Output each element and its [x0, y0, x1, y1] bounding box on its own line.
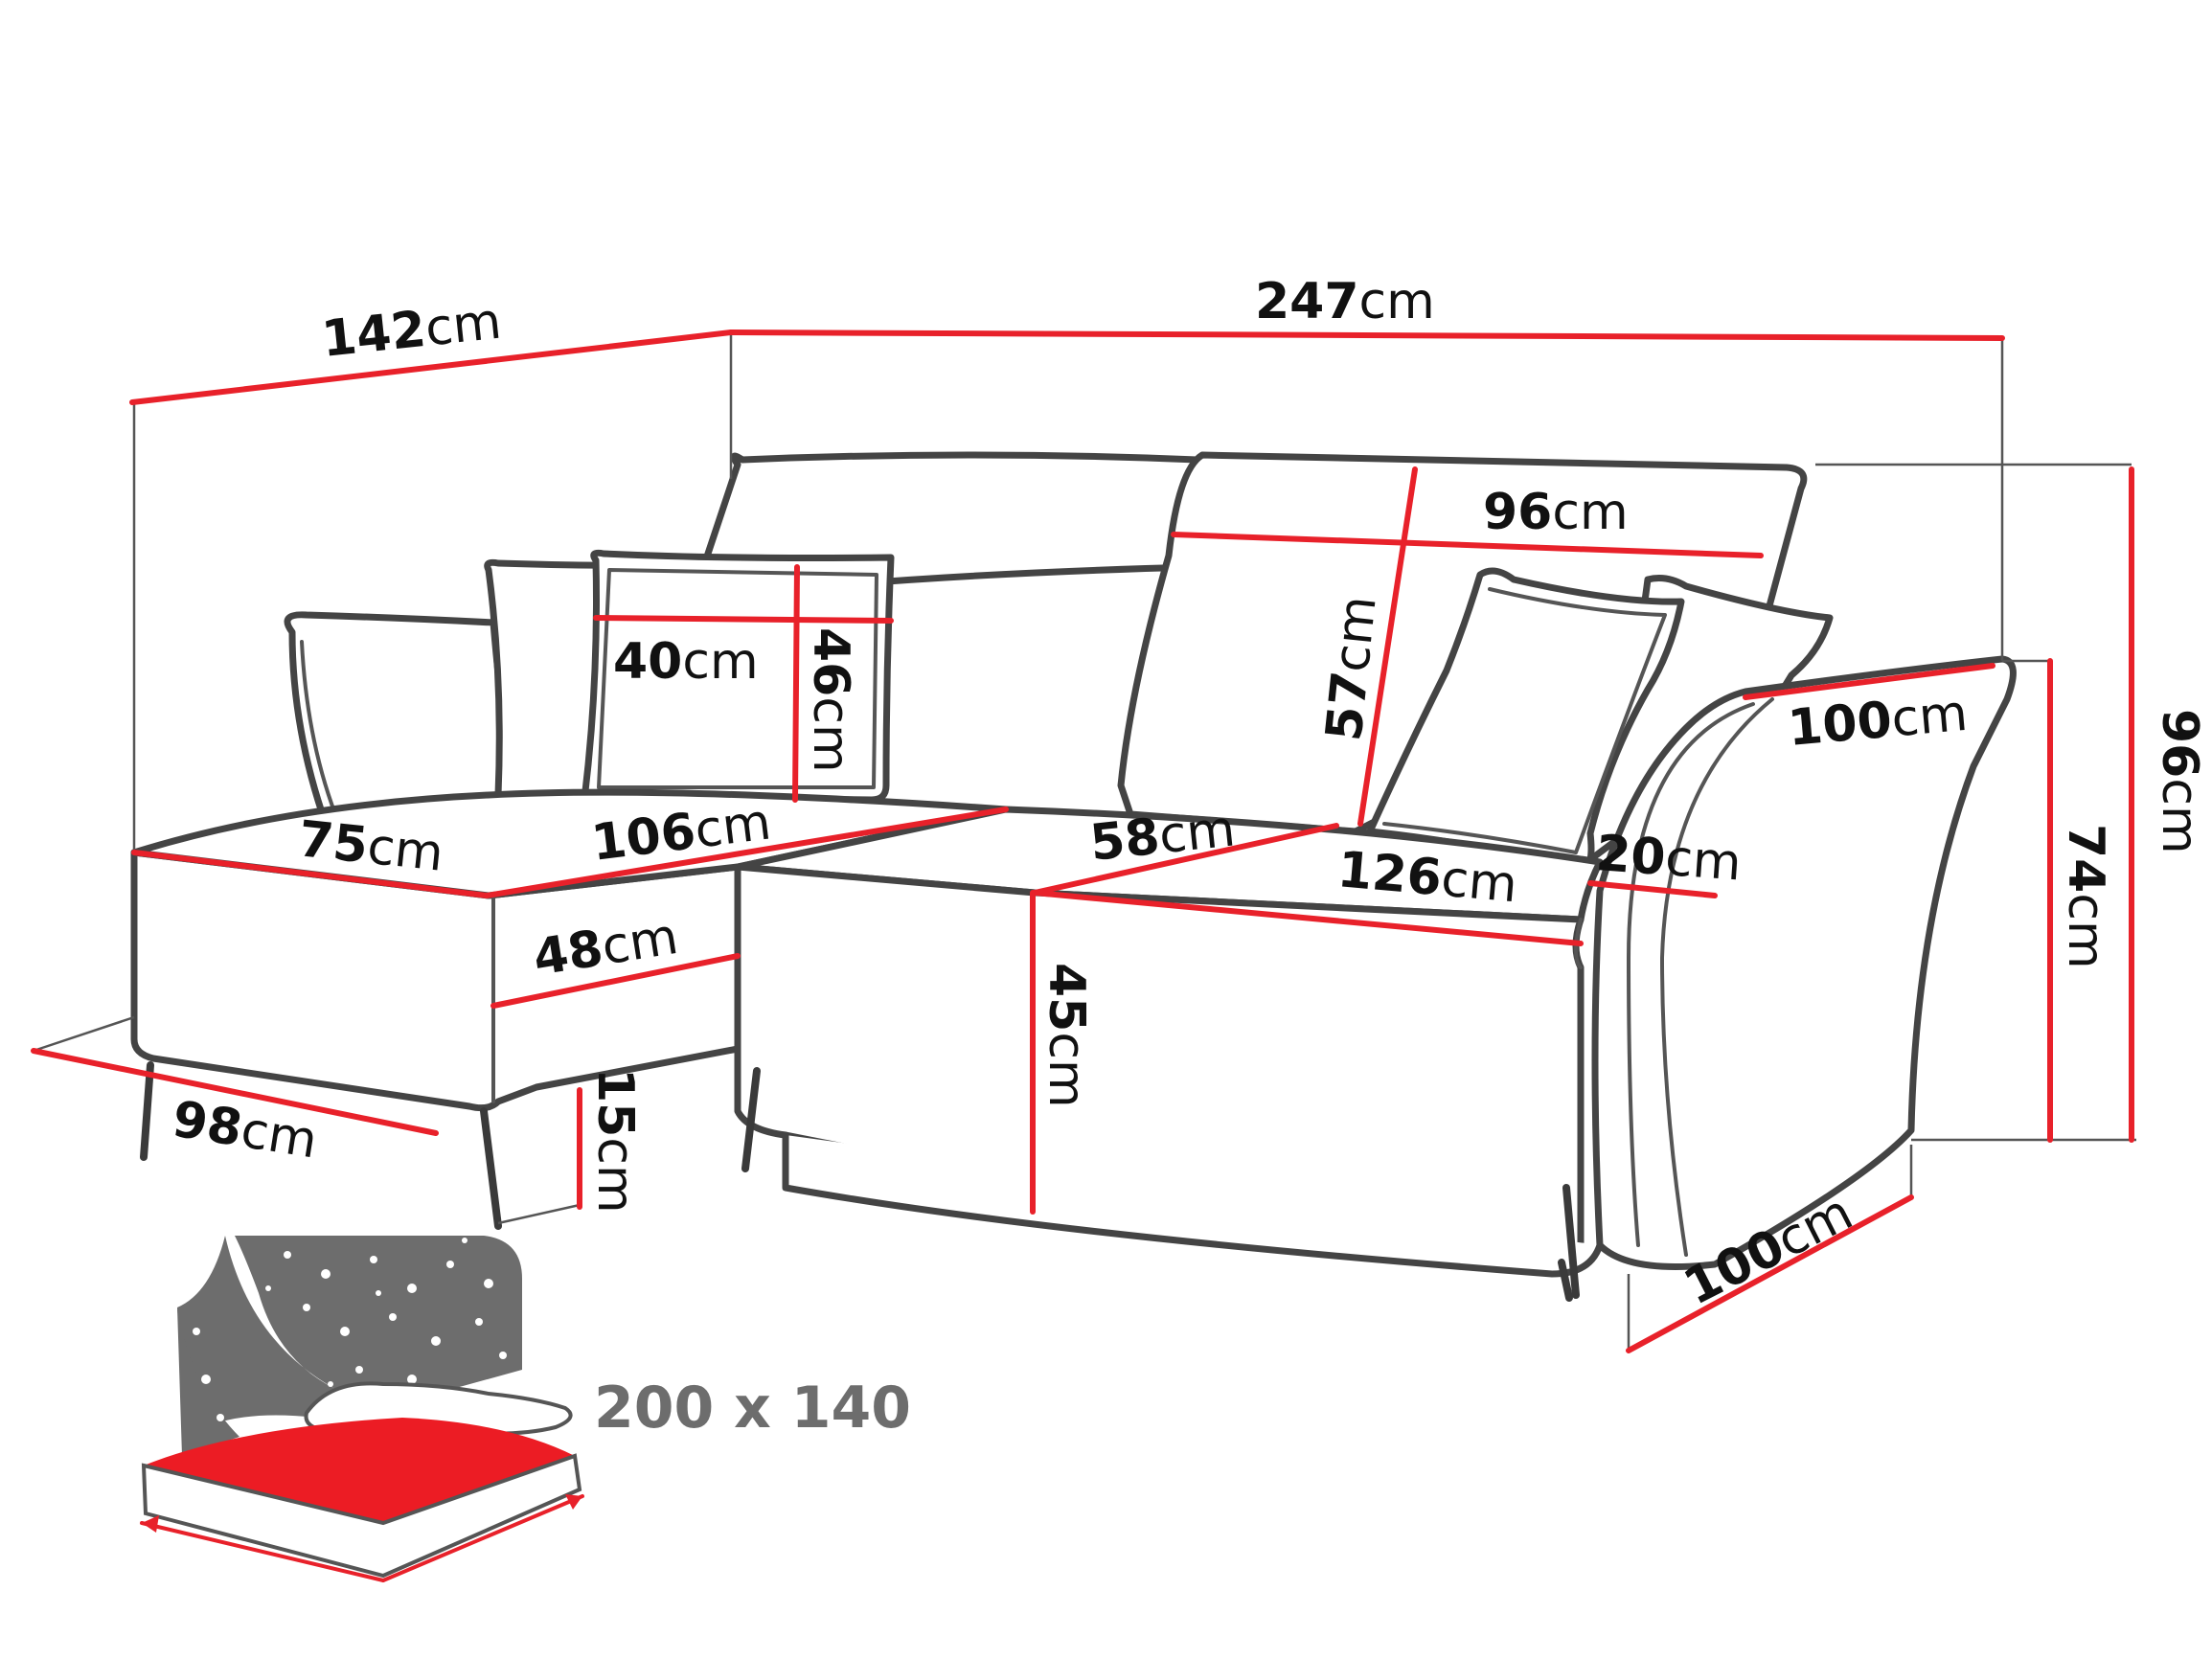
- bed-icon: [140, 1236, 584, 1582]
- mattress-top: [144, 1418, 575, 1523]
- dim-line-58: [1032, 823, 1339, 896]
- label-40: 40cm: [613, 633, 759, 691]
- dim-line-75: [131, 850, 490, 898]
- starry-backrest-lower: [177, 1307, 239, 1456]
- label-57: 57cm: [1315, 593, 1388, 743]
- swoosh: [225, 1236, 335, 1389]
- sleeping-area-size: 200 x 140: [594, 1375, 911, 1442]
- dim-line-46: [792, 564, 800, 803]
- extension-lines: [33, 332, 2136, 1351]
- label-142: 142cm: [319, 293, 504, 369]
- chaise-seat-top: [130, 788, 1010, 899]
- label-46: 46cm: [802, 627, 859, 773]
- label-96-cushion: 96cm: [1483, 484, 1629, 541]
- right-armrest-inner: [1627, 702, 1755, 1247]
- mattress-side: [141, 1453, 582, 1579]
- leg-2: [480, 1107, 502, 1230]
- label-48: 48cm: [530, 908, 682, 988]
- stars: [193, 1238, 507, 1421]
- label-45: 45cm: [1038, 963, 1095, 1108]
- label-15: 15cm: [586, 1068, 644, 1214]
- dimension-labels: 142cm 247cm 96cm 74cm 96cm 57cm 40cm 46c…: [169, 273, 2208, 1317]
- label-126: 126cm: [1335, 841, 1519, 914]
- dim-line-106: [484, 807, 1009, 898]
- leg-5: [1562, 1184, 1580, 1299]
- dimension-lines: [31, 330, 2134, 1353]
- dim-line-100-depth: [1626, 1194, 1914, 1353]
- dim-line-100-arm: [1743, 663, 1995, 700]
- dim-line-48: [490, 953, 741, 1009]
- pillow-right-front-seam: [1382, 587, 1667, 854]
- dim-line-40: [593, 615, 894, 624]
- pillow-front-left: [581, 549, 895, 804]
- dim-line-247: [728, 330, 2005, 341]
- leg-1: [140, 1061, 154, 1161]
- dim-line-96-cushion: [1171, 532, 1764, 558]
- label-75: 75cm: [296, 810, 446, 883]
- main-seat-front-seam: [1574, 918, 1583, 969]
- pillow-right-front: [1366, 567, 1685, 873]
- label-58: 58cm: [1087, 800, 1238, 873]
- arrow-right: [565, 1494, 582, 1510]
- label-96-height: 96cm: [2151, 709, 2208, 854]
- pillow-front-left-seam: [597, 568, 878, 789]
- chaise-armrest-inner: [300, 640, 337, 816]
- dim-line-20: [1587, 880, 1718, 898]
- leg-4: [1558, 1259, 1573, 1302]
- dim-line-142: [129, 330, 734, 405]
- label-247: 247cm: [1255, 273, 1435, 330]
- label-98: 98cm: [169, 1091, 321, 1170]
- dim-line-57: [1357, 466, 1418, 827]
- label-74: 74cm: [2057, 824, 2114, 969]
- sofa-drawing: [130, 451, 2017, 1302]
- label-100-arm: 100cm: [1786, 685, 1970, 758]
- right-armrest-inner-2: [1660, 697, 1774, 1257]
- arrow-left: [142, 1515, 159, 1533]
- dim-line-98: [31, 1048, 439, 1136]
- label-106: 106cm: [588, 793, 774, 872]
- right-armrest: [1591, 655, 2017, 1270]
- label-20: 20cm: [1594, 825, 1743, 892]
- dim-line-126: [1032, 890, 1584, 946]
- leg-3: [741, 1067, 761, 1172]
- chaise-body: [130, 849, 741, 1112]
